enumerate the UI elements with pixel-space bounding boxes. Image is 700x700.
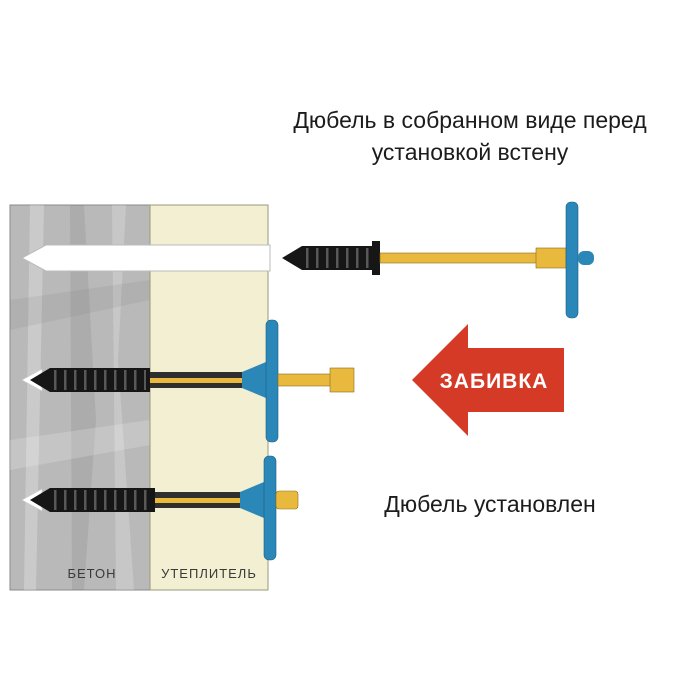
washer-hub-bottom xyxy=(240,482,264,518)
dowel-sleeve-tip-mid xyxy=(30,368,50,392)
dowel-sleeve-tip-bottom xyxy=(30,488,50,512)
hammering-label: ЗАБИВКА xyxy=(440,370,549,393)
washer-disc-mid xyxy=(265,319,279,443)
dowel-sleeve-tip-assembled xyxy=(282,246,302,270)
title-line2: установкой встену xyxy=(372,139,569,165)
concrete-texture-streak xyxy=(24,205,44,590)
washer-disc-assembled xyxy=(565,201,579,319)
nail-shaft-assembled xyxy=(379,252,539,264)
hammer-arrow xyxy=(412,324,564,436)
concrete-texture-streak xyxy=(10,420,150,470)
nail-head-assembled xyxy=(535,247,567,269)
nail-shaft-in-insulation-mid xyxy=(150,378,242,383)
nail-shaft-mid xyxy=(277,373,333,387)
drilled-hole-top xyxy=(20,244,271,272)
washer-hub-stub-assembled xyxy=(578,251,594,265)
nail-head-mid xyxy=(329,367,355,393)
concrete-label: БЕТОН xyxy=(67,566,116,581)
washer-disc-bottom xyxy=(263,455,277,561)
dowel-sleeve-flange xyxy=(372,241,380,275)
nail-shaft-in-insulation-bottom xyxy=(155,498,240,503)
concrete-texture-streak xyxy=(10,280,150,330)
title-line1: Дюбель в собранном виде перед xyxy=(293,107,647,133)
washer-hub-mid xyxy=(242,362,266,398)
insulation-label: УТЕПЛИТЕЛЬ xyxy=(161,566,257,581)
dowel-sleeve-mid xyxy=(50,368,150,392)
nail-head-flush-bottom xyxy=(275,490,299,510)
installed-label: Дюбель установлен xyxy=(384,491,595,517)
dowel-sleeve-bottom xyxy=(50,488,155,512)
